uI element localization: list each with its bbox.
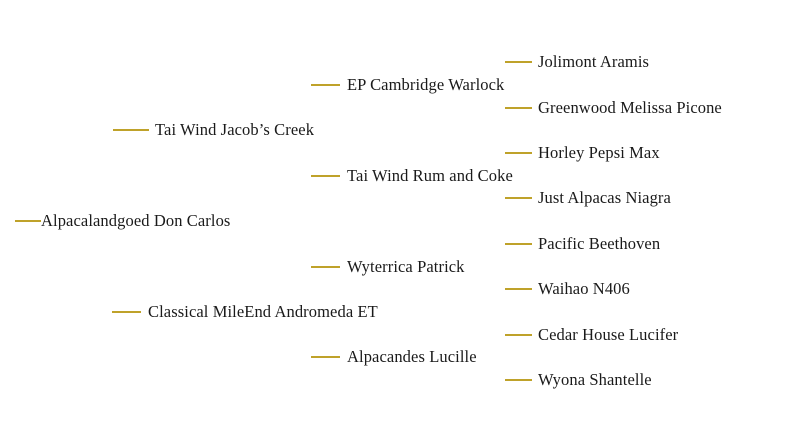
leader-line-icon — [311, 84, 340, 86]
label-entry[interactable]: Wyterrica Patrick — [311, 256, 465, 278]
leader-line-icon — [311, 356, 340, 358]
label-entry[interactable]: Waihao N406 — [505, 278, 630, 300]
label-entry[interactable]: Pacific Beethoven — [505, 233, 660, 255]
label-entry[interactable]: EP Cambridge Warlock — [311, 74, 504, 96]
label-text: Cedar House Lucifer — [538, 325, 679, 344]
label-entry[interactable]: Tai Wind Rum and Coke — [311, 165, 513, 187]
leader-line-icon — [505, 61, 532, 63]
label-entry[interactable]: Horley Pepsi Max — [505, 142, 660, 164]
label-text: Classical MileEnd Andromeda ET — [148, 302, 378, 321]
label-text: Alpacandes Lucille — [347, 347, 477, 366]
label-text: Greenwood Melissa Picone — [538, 98, 722, 117]
leader-line-icon — [505, 334, 532, 336]
label-text: Jolimont Aramis — [538, 52, 650, 71]
label-text: Alpacalandgoed Don Carlos — [41, 211, 231, 230]
label-entry[interactable]: Just Alpacas Niagra — [505, 187, 671, 209]
leader-line-icon — [113, 129, 149, 131]
label-text: Tai Wind Jacob’s Creek — [155, 120, 315, 139]
label-text: Just Alpacas Niagra — [538, 188, 671, 207]
label-text: EP Cambridge Warlock — [347, 75, 505, 94]
label-text: Waihao N406 — [538, 279, 630, 298]
leader-line-icon — [505, 152, 532, 154]
label-entry[interactable]: Wyona Shantelle — [505, 369, 652, 391]
label-text: Horley Pepsi Max — [538, 143, 660, 162]
label-entry[interactable]: Tai Wind Jacob’s Creek — [113, 119, 314, 141]
leader-line-icon — [505, 107, 532, 109]
label-text: Pacific Beethoven — [538, 234, 661, 253]
label-text: Wyona Shantelle — [538, 370, 652, 389]
label-entry[interactable]: Greenwood Melissa Picone — [505, 97, 722, 119]
leader-line-icon — [311, 266, 340, 268]
label-entry[interactable]: Jolimont Aramis — [505, 51, 649, 73]
leader-line-icon — [311, 175, 340, 177]
label-entry[interactable]: Classical MileEnd Andromeda ET — [112, 301, 378, 323]
label-text: Tai Wind Rum and Coke — [347, 166, 513, 185]
label-text: Wyterrica Patrick — [347, 257, 465, 276]
label-entry[interactable]: Alpacalandgoed Don Carlos — [15, 210, 230, 232]
leader-line-icon — [505, 379, 532, 381]
leader-line-icon — [505, 288, 532, 290]
label-entry[interactable]: Cedar House Lucifer — [505, 324, 678, 346]
leader-line-icon — [505, 197, 532, 199]
leader-line-icon — [15, 220, 41, 222]
leader-line-icon — [505, 243, 532, 245]
label-entry[interactable]: Alpacandes Lucille — [311, 346, 477, 368]
leader-line-icon — [112, 311, 141, 313]
